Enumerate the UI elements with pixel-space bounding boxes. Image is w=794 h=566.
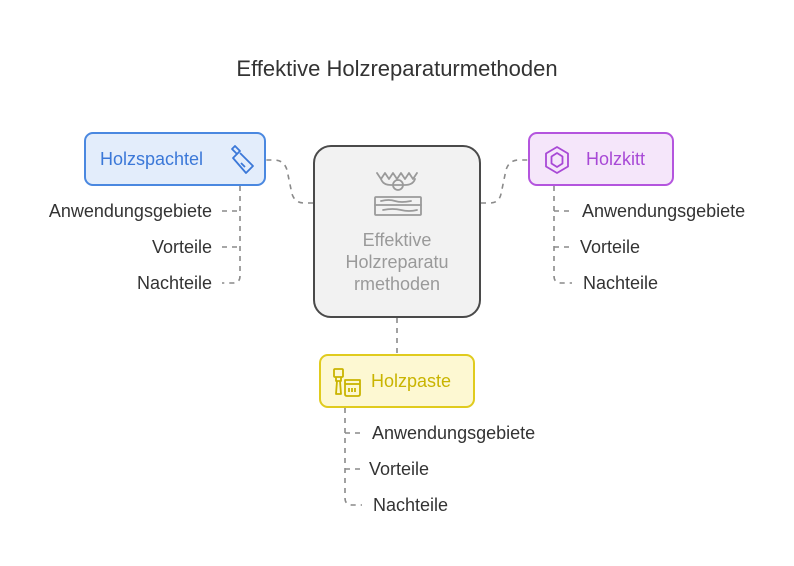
paste-item-nachteile: Nachteile xyxy=(373,495,449,515)
spachtel-item-vorteile: Vorteile xyxy=(151,237,212,257)
node-holzpaste[interactable]: Holzpaste xyxy=(319,354,475,408)
spachtel-item-anwendungsgebiete: Anwendungsgebiete xyxy=(48,201,212,221)
connector-kitt xyxy=(481,159,528,204)
branch-kitt xyxy=(553,186,572,284)
branch-paste xyxy=(344,408,362,506)
kitt-item-vorteile: Vorteile xyxy=(580,237,641,257)
diagram-title: Effektive Holzreparaturmethoden xyxy=(236,56,558,81)
node-holzpaste-label: Holzpaste xyxy=(371,370,452,391)
node-holzspachtel-label: Holzspachtel xyxy=(100,148,204,169)
central-topic-box: Effektive Holzreparatu rmethoden xyxy=(313,145,481,318)
node-holzkitt[interactable]: Holzkitt xyxy=(528,132,674,186)
connector-spachtel xyxy=(266,159,313,204)
kitt-item-nachteile: Nachteile xyxy=(583,273,659,293)
putty-knife-icon xyxy=(231,145,254,174)
node-holzspachtel[interactable]: Holzspachtel xyxy=(84,132,266,186)
branch-spachtel xyxy=(222,186,241,284)
paint-brush-can-icon xyxy=(333,368,361,397)
paste-item-anwendungsgebiete: Anwendungsgebiete xyxy=(372,423,536,443)
central-topic-label: Effektive Holzreparatu rmethoden xyxy=(345,230,449,294)
paste-item-vorteile: Vorteile xyxy=(369,459,430,479)
wood-repair-icon xyxy=(374,172,422,216)
kitt-item-anwendungsgebiete: Anwendungsgebiete xyxy=(582,201,746,221)
spachtel-item-nachteile: Nachteile xyxy=(136,273,212,293)
hex-nut-icon xyxy=(545,146,569,174)
node-holzkitt-label: Holzkitt xyxy=(586,148,646,169)
